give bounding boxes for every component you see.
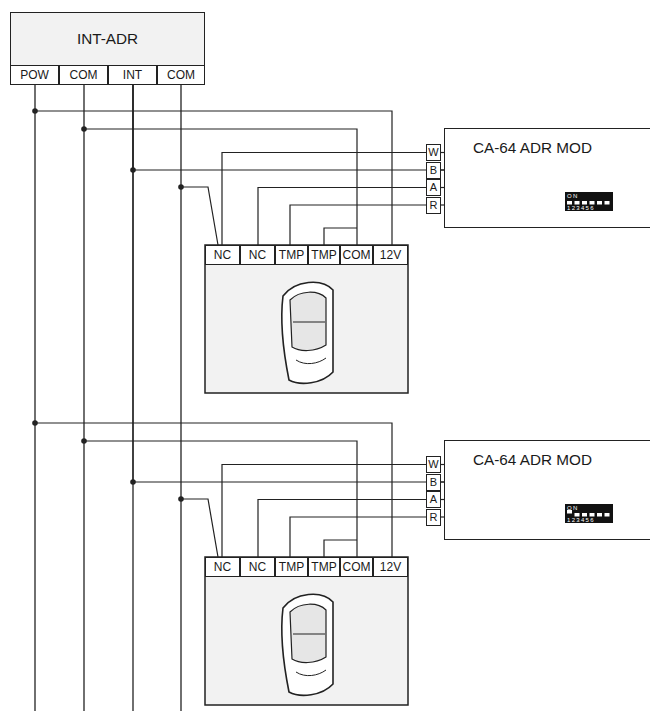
terminal-label: W	[426, 144, 441, 161]
module-box: CA-64 ADR MOD	[444, 128, 650, 228]
dip-lever	[567, 510, 572, 514]
dip-lever	[575, 201, 580, 205]
junction-dot	[32, 420, 38, 426]
terminal-label: R	[426, 197, 441, 214]
junction-dot	[32, 108, 38, 114]
node-title: CA-64 ADR MOD	[473, 451, 650, 469]
terminal-label: TMP	[275, 245, 308, 265]
junction-dot	[178, 184, 184, 190]
wire	[324, 228, 357, 245]
pir-lens-line	[293, 322, 325, 323]
dip-lever	[575, 513, 580, 517]
module-fill	[10, 12, 205, 85]
terminal-label: B	[426, 162, 441, 179]
dip-label: ON	[567, 192, 587, 199]
terminal-label: POW	[10, 65, 59, 85]
terminal-label: R	[426, 509, 441, 526]
wire	[258, 188, 426, 246]
bus-connector	[133, 85, 444, 482]
dip-lever	[605, 201, 610, 205]
dip-switch	[565, 192, 613, 211]
terminal-label: TMP	[308, 557, 340, 577]
wire	[222, 153, 426, 246]
dip-lever	[605, 513, 610, 517]
dip-numbers: 123456	[567, 516, 613, 523]
terminal-label: COM	[340, 245, 373, 265]
module-box: CA-64 ADR MOD	[444, 440, 650, 540]
pir-lens	[290, 604, 326, 662]
wire	[35, 423, 392, 557]
terminal-label: NC	[240, 557, 275, 577]
wire	[290, 205, 426, 245]
terminal-label: A	[426, 179, 441, 196]
terminal-label: 12V	[373, 245, 408, 265]
terminal-label: 12V	[373, 557, 408, 577]
dip-lever	[590, 201, 595, 205]
dip-lever	[590, 513, 595, 517]
node-title: CA-64 ADR MOD	[473, 139, 650, 157]
pir-detector	[282, 282, 333, 383]
dip-lever	[582, 201, 587, 205]
terminal-label: A	[426, 491, 441, 508]
terminal-label: NC	[240, 245, 275, 265]
terminal-label: B	[426, 474, 441, 491]
terminal-label: NC	[205, 245, 240, 265]
terminal-label: W	[426, 456, 441, 473]
terminal-label: NC	[205, 557, 240, 577]
wire	[181, 499, 218, 557]
bus-wire	[180, 85, 181, 711]
bus-wire	[83, 85, 84, 711]
wire	[290, 517, 426, 557]
detector-housing	[205, 557, 408, 705]
pir-lens-line	[293, 634, 325, 635]
terminal-label: COM	[157, 65, 205, 85]
dip-lever	[567, 201, 572, 205]
pir-detail	[296, 358, 326, 364]
bus-connector	[133, 85, 444, 170]
pir-detail	[296, 670, 326, 676]
terminal-label: COM	[59, 65, 108, 85]
dip-lever	[597, 513, 602, 517]
pir-lens	[290, 292, 326, 350]
terminal-label: COM	[340, 557, 373, 577]
junction-dot	[81, 438, 87, 444]
wire	[258, 500, 426, 558]
wire	[324, 540, 357, 557]
dip-numbers: 123456	[567, 204, 613, 211]
junction-dot	[81, 126, 87, 132]
dip-lever	[582, 513, 587, 517]
bus-wire	[34, 85, 35, 711]
terminal-label: TMP	[308, 245, 340, 265]
wire	[35, 111, 392, 245]
wire	[222, 465, 426, 558]
dip-lever	[597, 201, 602, 205]
detector-housing	[205, 245, 408, 393]
terminal-label: TMP	[275, 557, 308, 577]
node-title: INT-ADR	[11, 30, 204, 48]
wire	[181, 187, 218, 245]
terminal-label: INT	[108, 65, 157, 85]
pir-detector	[282, 594, 333, 695]
junction-dot	[178, 496, 184, 502]
dip-switch	[565, 504, 613, 523]
dip-label: ON	[567, 504, 587, 511]
